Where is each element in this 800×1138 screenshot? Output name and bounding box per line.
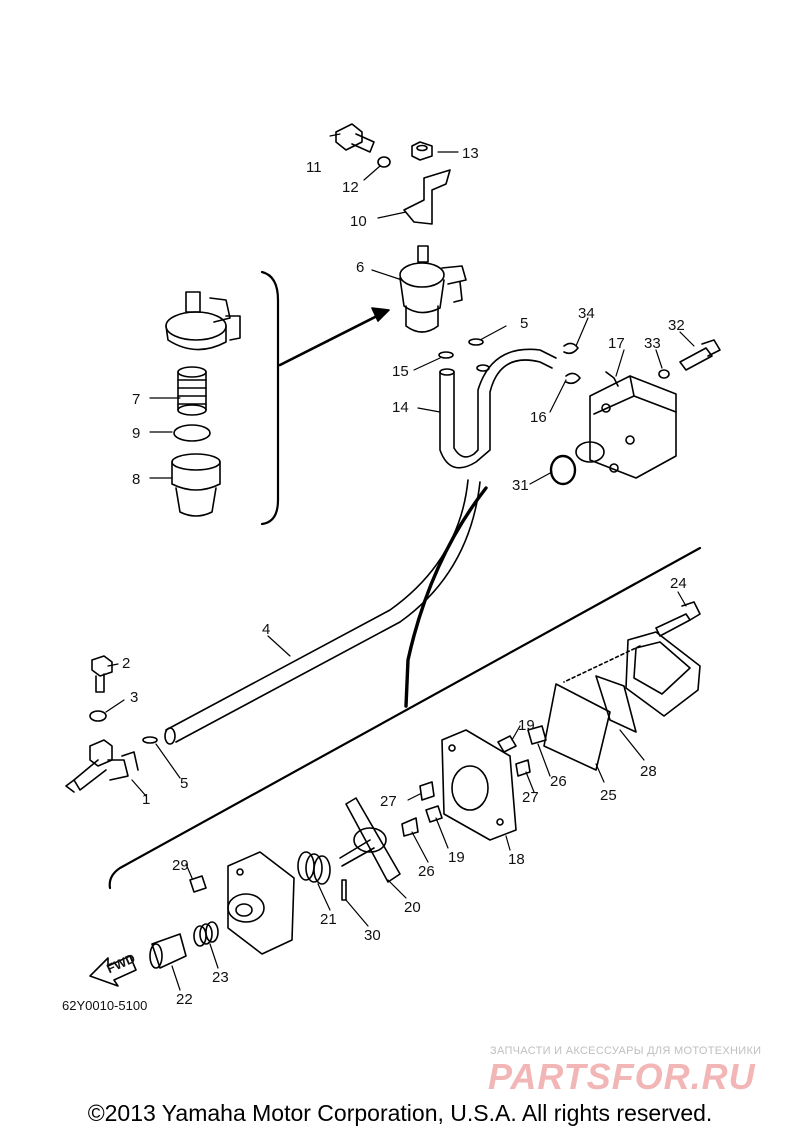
label-26a: 26 [550,773,567,790]
connection-arc [404,486,488,708]
bolt-2 [91,655,113,693]
label-26b: 26 [418,863,435,880]
nut-29 [189,875,207,893]
section-divider [108,546,702,890]
pointer-arrow [278,310,387,367]
label-10: 10 [350,213,367,230]
fwd-arrow [89,955,137,987]
diaphragm-20 [339,797,401,883]
label-33: 33 [644,335,661,352]
label-16: 16 [530,409,547,426]
element-7 [177,366,207,416]
label-8: 8 [132,471,140,488]
plunger-22 [149,933,187,969]
bracket-10 [403,169,451,225]
o-ring-31 [549,454,577,486]
screw-26b [401,817,419,837]
label-18: 18 [508,851,525,868]
nut-27b [419,781,435,801]
cup-8 [171,453,221,517]
watermark-logo: PARTSFOR.RU [488,1056,756,1097]
pump-cover [227,851,295,955]
label-7: 7 [132,391,140,408]
label-4: 4 [262,621,270,638]
label-19a: 19 [518,717,535,734]
label-15: 15 [392,363,409,380]
leader-lines [105,133,695,991]
spring-23 [193,921,219,947]
hose-14 [439,348,557,469]
label-6: 6 [356,259,364,276]
label-13: 13 [462,145,479,162]
label-28: 28 [640,763,657,780]
label-32: 32 [668,317,685,334]
screw-26a [527,725,547,745]
clip-34 [563,342,579,355]
label-24: 24 [670,575,687,592]
label-22: 22 [176,991,193,1008]
clip-15 [438,351,454,359]
label-19b: 19 [448,849,465,866]
label-20: 20 [404,899,421,916]
group-bracket [260,270,280,526]
pin-30 [341,879,347,901]
label-23: 23 [212,969,229,986]
label-31: 31 [512,477,529,494]
washer-3 [89,710,107,722]
label-29: 29 [172,857,189,874]
clip-5a [468,338,484,346]
gasket-25 [543,683,611,771]
diagram-code: 62Y0010-5100 [62,998,147,1013]
joint-1 [65,736,158,793]
label-27b: 27 [380,793,397,810]
copyright-text: ©2013 Yamaha Motor Corporation, U.S.A. A… [87,1100,713,1126]
label-3: 3 [130,689,138,706]
label-34: 34 [578,305,595,322]
bolt-11 [335,123,375,153]
o-ring-9 [173,424,211,442]
pump-body-18 [441,729,517,841]
part-labels: 11 12 13 10 6 5 15 14 7 9 8 34 16 17 33 … [62,145,687,1013]
washer-33 [658,369,670,379]
filter-assembly [165,291,241,351]
watermark-tagline: ЗАПЧАСТИ И АКСЕССУАРЫ ДЛЯ МОТОТЕХНИКИ [490,1045,762,1057]
clip-16 [565,372,581,385]
label-25: 25 [600,787,617,804]
label-9: 9 [132,425,140,442]
label-1: 1 [142,791,150,808]
fuel-pump-17 [575,371,677,479]
label-2: 2 [122,655,130,672]
label-5a: 5 [520,315,528,332]
label-27a: 27 [522,789,539,806]
nut-27a [515,759,531,777]
nut-13 [411,141,433,161]
label-5b: 5 [180,775,188,792]
label-11: 11 [306,159,322,176]
diagram-canvas: 11 12 13 10 6 5 15 14 7 9 8 34 16 17 33 … [62,123,721,1013]
label-12: 12 [342,179,359,196]
fuel-filter-6 [399,245,467,333]
label-14: 14 [392,399,409,416]
label-21: 21 [320,911,337,928]
bolt-32 [679,339,721,371]
fuel-hose-4 [164,479,481,745]
bolt-24 [655,601,701,637]
label-30: 30 [364,927,381,944]
cover-28 [595,631,701,733]
washer-12 [377,156,391,168]
valve-19b [425,805,443,823]
spring-21 [297,851,331,885]
label-17: 17 [608,335,625,352]
valve-19a [497,735,517,753]
